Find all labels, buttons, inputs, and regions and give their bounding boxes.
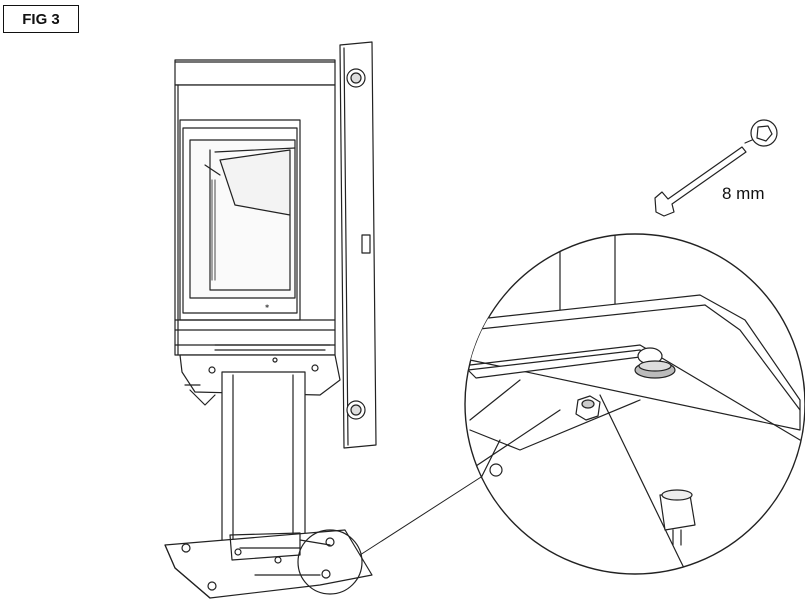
figure-label: FIG 3 [3, 5, 79, 33]
side-rail [339, 41, 377, 449]
stove-body: ✱ [174, 59, 336, 356]
wrench-icon [654, 119, 778, 217]
wrench-size-label: 8 mm [722, 184, 765, 203]
foot-plate [164, 529, 373, 599]
svg-text:✱: ✱ [265, 304, 269, 310]
pedestal-column [221, 371, 306, 556]
detail-marker [297, 529, 363, 595]
detail-zoom [464, 233, 805, 575]
